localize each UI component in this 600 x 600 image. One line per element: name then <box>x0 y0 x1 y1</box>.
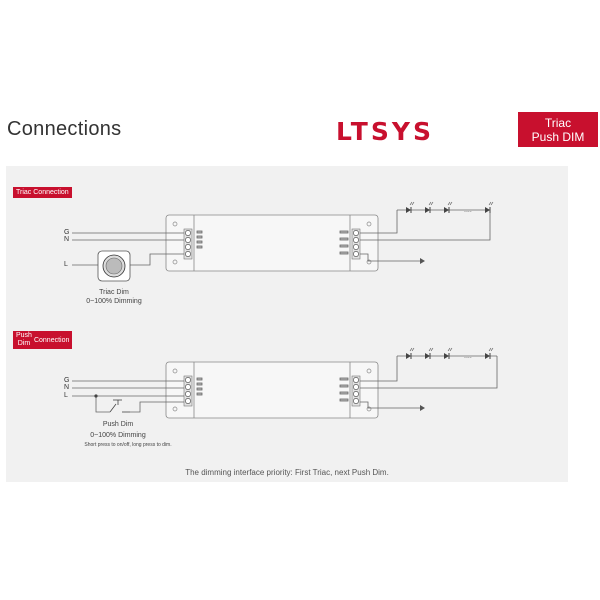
badge-line-1: Triac <box>544 116 572 130</box>
wire-label-g-2: G <box>64 377 70 384</box>
badge-line-2: Push DIM <box>531 130 585 144</box>
led-ellipsis-1: .... <box>464 207 472 214</box>
push-dim-sub: 0~100% Dimming <box>90 432 146 439</box>
brand-logo: LTSYS <box>336 117 434 146</box>
arrow-2 <box>420 405 425 411</box>
push-switch <box>94 394 130 413</box>
push-dim-tag-stack: Push Dim <box>16 332 32 348</box>
triac-dim-label: Triac Dim <box>99 289 129 296</box>
wire-label-l-1: L <box>64 261 68 268</box>
push-dim-tag-line-1: Push <box>16 332 32 339</box>
triac-section <box>72 209 491 272</box>
wire-label-n-1: N <box>64 236 70 243</box>
wire-label-n-2: N <box>64 384 70 391</box>
triac-connection-tag: Triac Connection <box>13 187 72 198</box>
push-dim-tag-line-2: Dim <box>17 340 31 347</box>
push-dim-connection-tag: Push Dim Connection <box>13 331 73 349</box>
priority-caption: The dimming interface priority: First Tr… <box>185 468 389 477</box>
triac-dimmer <box>97 250 131 282</box>
push-dim-tag-rest: Connection <box>33 336 70 344</box>
wire-label-l-2: L <box>64 392 68 399</box>
driver-1 <box>165 214 379 272</box>
push-dim-section <box>72 355 498 419</box>
mode-badge: Triac Push DIM <box>518 112 598 147</box>
push-dim-note: Short press to on/off, long press to dim… <box>84 442 172 448</box>
led-ellipsis-2: .... <box>464 353 472 360</box>
triac-dim-sub: 0~100% Dimming <box>86 298 142 305</box>
wire-label-g-1: G <box>64 229 70 236</box>
push-dim-label: Push Dim <box>102 421 134 428</box>
arrow-1 <box>420 258 425 264</box>
led-string-1 <box>405 201 494 214</box>
driver-2 <box>165 361 379 419</box>
led-string-2 <box>405 347 494 360</box>
page-title: Connections <box>7 118 122 140</box>
